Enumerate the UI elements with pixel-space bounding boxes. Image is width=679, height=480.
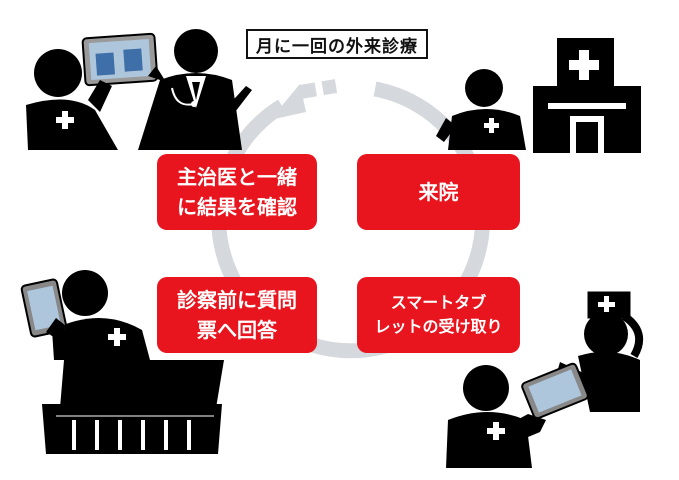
step-receive-tablet: スマートタブ レットの受け取り: [357, 277, 520, 353]
step-answer-questionnaire-line-1: 診察前に質問: [177, 288, 297, 312]
step-review-results-line-2: に結果を確認: [177, 195, 297, 219]
step-review-results-line-1: 主治医と一緒: [177, 165, 297, 189]
step-review-results: 主治医と一緒 に結果を確認: [157, 154, 317, 230]
step-receive-tablet-line-2: レットの受け取り: [374, 317, 503, 336]
step-visit-hospital: 来院: [357, 154, 520, 230]
step-answer-questionnaire-line-2: 票へ回答: [197, 318, 277, 342]
step-answer-questionnaire: 診察前に質問 票へ回答: [157, 277, 317, 353]
step-visit-hospital-line-1: 来院: [418, 180, 459, 204]
diagram-title: 月に一回の外来診療: [246, 29, 428, 59]
step-receive-tablet-line-1: スマートタブ: [390, 293, 487, 312]
